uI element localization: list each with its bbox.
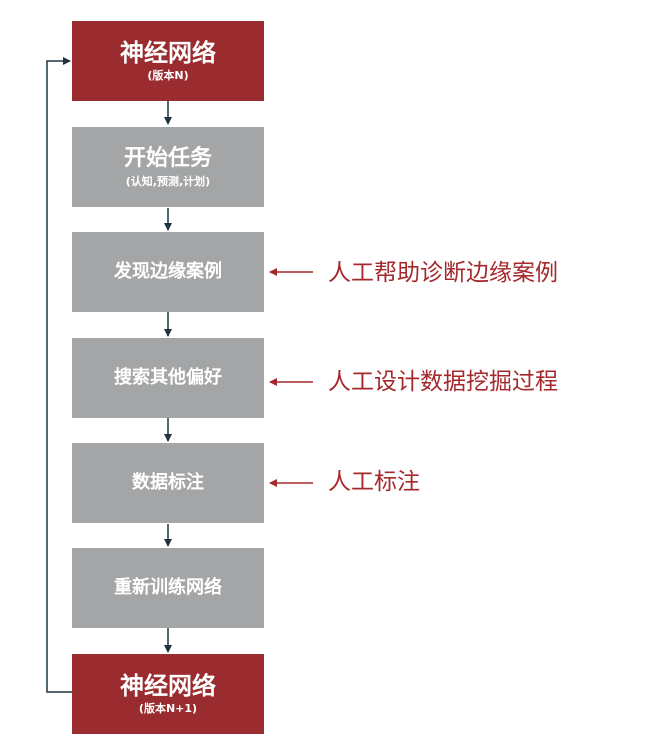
step-search-other-preferences: 搜索其他偏好	[72, 338, 264, 418]
step-1-subtitle: (版本N)	[147, 69, 189, 82]
step-1-title: 神经网络	[120, 39, 216, 67]
step-5-title: 数据标注	[132, 472, 204, 493]
step-7-title: 神经网络	[120, 672, 216, 700]
annotation-human-diagnose-edge-cases: 人工帮助诊断边缘案例	[328, 260, 558, 286]
step-2-title: 开始任务	[123, 146, 212, 171]
step-neural-network-n: 神经网络 (版本N)	[72, 21, 264, 101]
loop-back-arrow	[46, 57, 72, 693]
annotation-human-design-data-mining: 人工设计数据挖掘过程	[328, 369, 558, 395]
step-neural-network-n-plus-1: 神经网络 (版本N+1)	[72, 654, 264, 734]
step-data-labeling: 数据标注	[72, 443, 264, 523]
step-4-title: 搜索其他偏好	[114, 367, 222, 388]
step-2-subtitle: (认知,预测,计划)	[125, 175, 211, 188]
step-3-title: 发现边缘案例	[114, 261, 222, 282]
step-7-subtitle: (版本N+1)	[138, 702, 198, 715]
annotation-human-labeling: 人工标注	[328, 469, 420, 495]
step-start-task: 开始任务 (认知,预测,计划)	[72, 127, 264, 207]
step-find-edge-cases: 发现边缘案例	[72, 232, 264, 312]
step-6-title: 重新训练网络	[114, 577, 222, 598]
step-retrain-network: 重新训练网络	[72, 548, 264, 628]
